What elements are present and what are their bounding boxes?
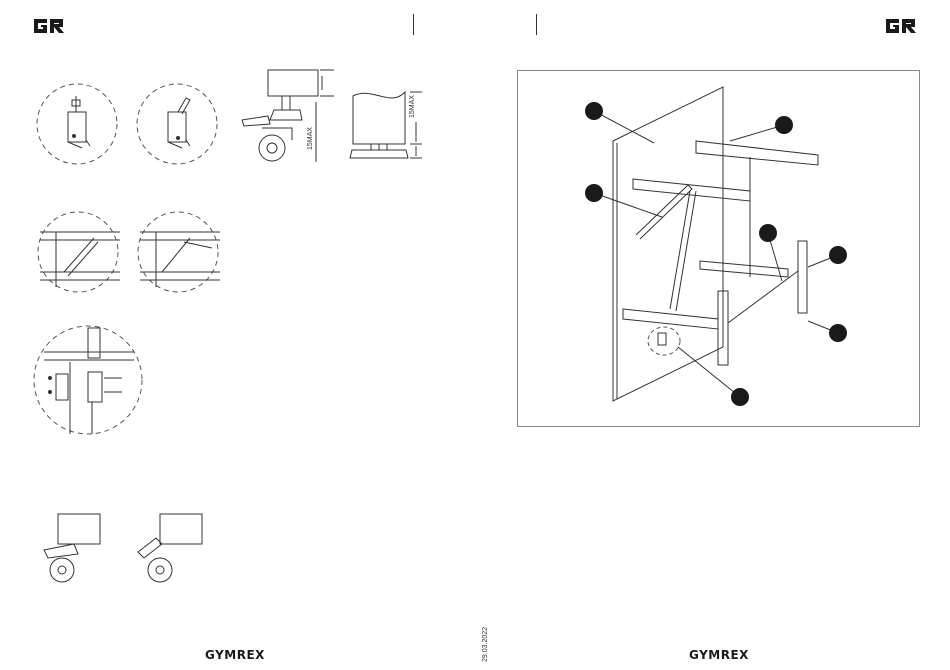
callout-marker-7 — [731, 388, 749, 406]
caster-height-label: 15MAX — [307, 127, 314, 150]
footer-brand-left: GYMREX — [205, 648, 265, 662]
gr-logo-icon — [32, 16, 66, 36]
header-divider — [536, 14, 537, 35]
foot-height-label: 15MAX — [409, 95, 416, 118]
gr-logo-icon — [884, 16, 918, 36]
footer-brand-right: GYMREX — [689, 648, 749, 662]
header-divider — [413, 14, 414, 35]
table-frame-diagram — [517, 70, 920, 427]
callout-marker-1 — [585, 102, 603, 120]
callout-markers — [585, 102, 847, 406]
callout-marker-6 — [829, 324, 847, 342]
callout-marker-5 — [829, 246, 847, 264]
callout-marker-2 — [775, 116, 793, 134]
callout-marker-3 — [585, 184, 603, 202]
document-date: 29.03.2022 — [482, 627, 489, 662]
callout-marker-4 — [759, 224, 777, 242]
assembly-illustrations: 15MAX 15MAX — [30, 62, 430, 622]
